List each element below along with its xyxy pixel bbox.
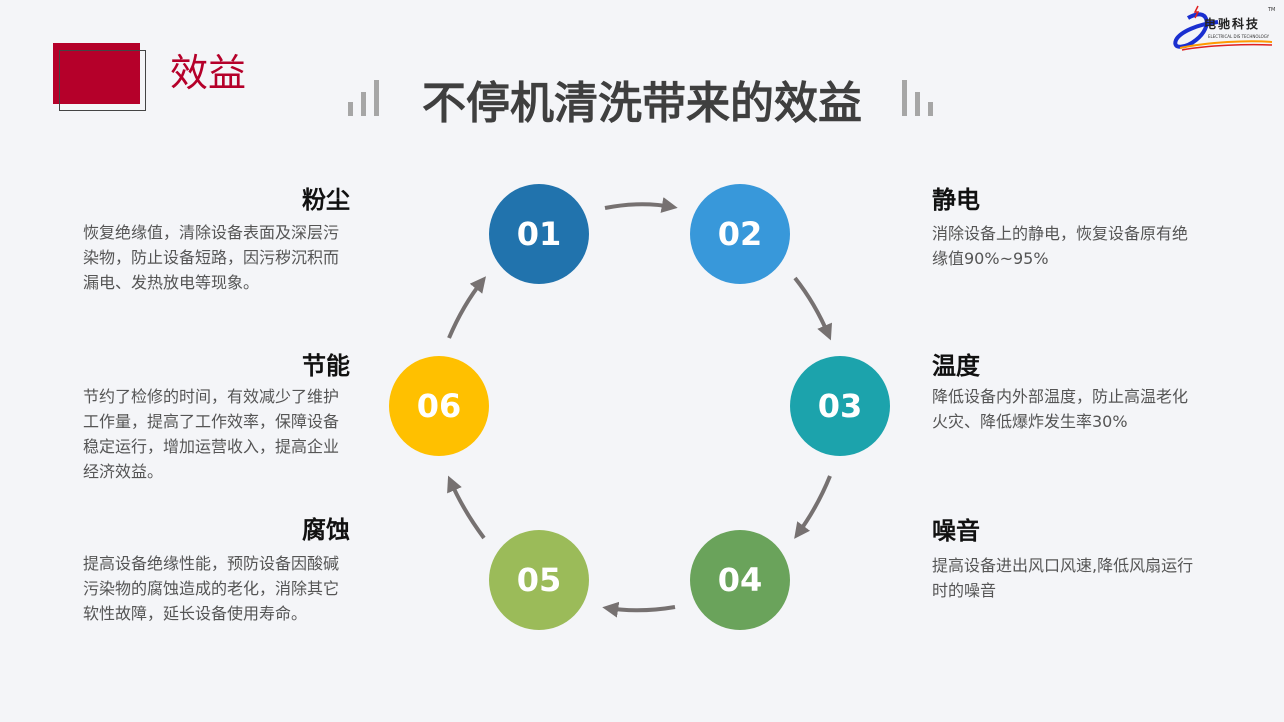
- section-marker-outline: [59, 50, 146, 111]
- page-title: 不停机清洗带来的效益: [422, 78, 862, 129]
- arrow-03-04: [794, 475, 832, 539]
- logo-text: 电驰科技: [1204, 17, 1261, 31]
- step-06-circle: 06: [389, 356, 489, 456]
- step-01-circle: 01: [489, 184, 589, 284]
- arrow-05-06: [447, 475, 486, 540]
- section-title: 效益: [170, 51, 247, 95]
- section-marker-box: [53, 43, 140, 104]
- title-bars-right-icon: [902, 76, 942, 116]
- company-logo: 电驰科技 ELECTRICAL DIS TECHNOLOGY TM: [1168, 4, 1280, 56]
- step-04-title: 噪音: [932, 517, 980, 545]
- step-03-title: 温度: [932, 352, 980, 380]
- title-bars-left-icon: [348, 76, 388, 116]
- step-05-circle: 05: [489, 530, 589, 630]
- logo-swoosh-icon: [1173, 5, 1273, 51]
- step-04-body: 提高设备进出风口风速,降低风扇运行时的噪音: [932, 556, 1194, 600]
- step-01-body: 恢复绝缘值，清除设备表面及深层污染物，防止设备短路，因污秽沉积而漏电、发热放电等…: [83, 223, 340, 292]
- step-05-body: 提高设备绝缘性能，预防设备因酸碱污染物的腐蚀造成的老化，消除其它软性故障，延长设…: [83, 554, 340, 623]
- step-02-body: 消除设备上的静电，恢复设备原有绝缘值90%~95%: [932, 224, 1189, 268]
- step-04-circle: 04: [690, 530, 790, 630]
- step-06-title: 节能: [302, 352, 350, 380]
- step-03-circle: 03: [790, 356, 890, 456]
- step-02-circle: 02: [690, 184, 790, 284]
- arrow-06-01: [447, 276, 486, 339]
- arrow-01-02: [604, 197, 678, 213]
- step-03-body: 降低设备内外部温度，防止高温老化火灾、降低爆炸发生率30%: [932, 387, 1189, 431]
- step-02-title: 静电: [932, 186, 980, 214]
- arrow-02-03: [793, 276, 832, 341]
- step-01-title: 粉尘: [302, 186, 350, 214]
- step-05-title: 腐蚀: [302, 516, 350, 544]
- step-06-body: 节约了检修的时间，有效减少了维护工作量，提高了工作效率，保障设备稳定运行，增加运…: [83, 387, 340, 481]
- logo-subtext: ELECTRICAL DIS TECHNOLOGY: [1208, 34, 1270, 39]
- arrow-04-05: [602, 601, 676, 618]
- logo-tm: TM: [1268, 7, 1276, 13]
